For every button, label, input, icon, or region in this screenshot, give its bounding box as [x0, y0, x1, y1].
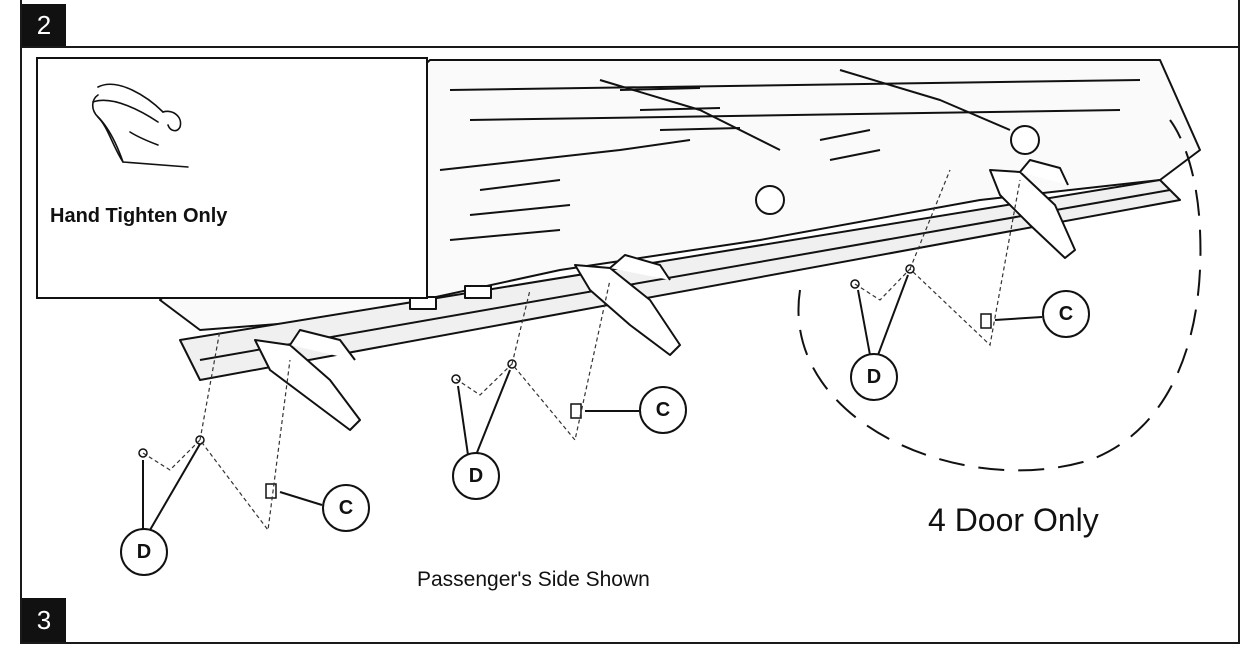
four-door-region [797, 119, 1202, 472]
step-number-2: 2 [22, 4, 66, 46]
bracket-rear [254, 329, 361, 431]
callout-c-middle: C [639, 386, 687, 434]
callout-c-front: C [1042, 290, 1090, 338]
rocker-panel [179, 179, 1181, 381]
bracket-middle [574, 254, 681, 356]
step-number-3: 3 [22, 598, 66, 642]
hand-icon [91, 83, 189, 168]
hand-tighten-inset: Hand Tighten Only [36, 57, 428, 299]
callout-c-rear: C [322, 484, 370, 532]
passenger-side-shown-label: Passenger's Side Shown [417, 568, 650, 591]
step-frame [20, 0, 1240, 644]
callout-d-front: D [850, 353, 898, 401]
bracket-front [989, 159, 1076, 259]
callout-d-rear: D [120, 528, 168, 576]
four-door-only-label: 4 Door Only [928, 502, 1099, 538]
hand-tighten-caption: Hand Tighten Only [50, 205, 228, 227]
callout-d-middle: D [452, 452, 500, 500]
